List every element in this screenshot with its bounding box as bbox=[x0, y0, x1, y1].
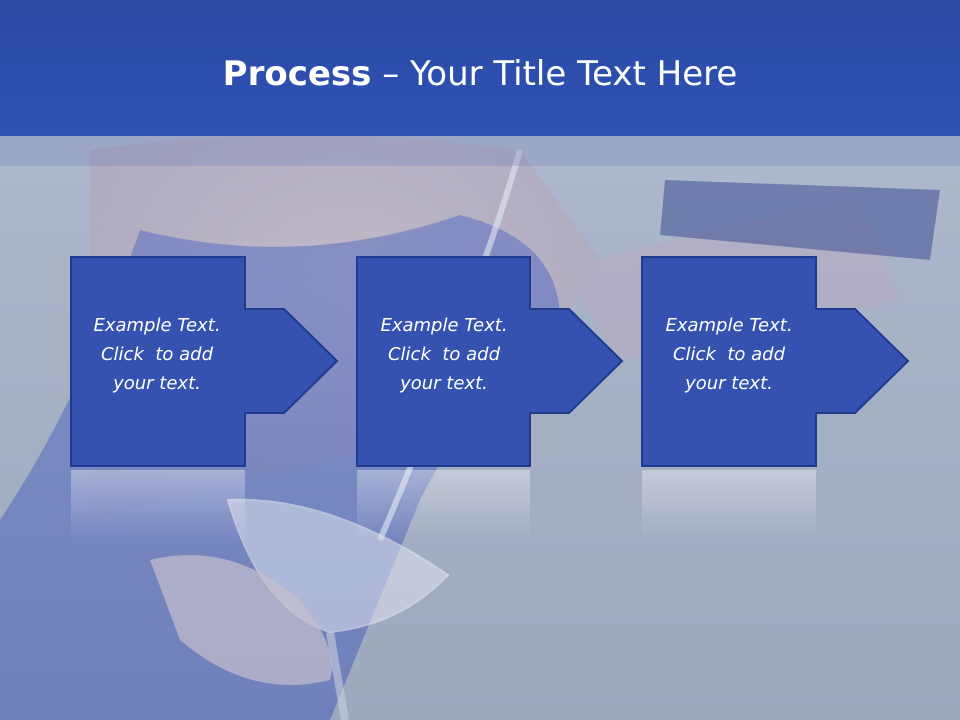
process-step-3[interactable] bbox=[641, 256, 910, 540]
title-bar bbox=[0, 0, 960, 136]
step-2-text[interactable]: Example Text. Click to add your text. bbox=[358, 311, 530, 398]
title-separator: – bbox=[371, 54, 411, 94]
process-step-1[interactable] bbox=[70, 256, 339, 540]
hand-shape bbox=[150, 555, 332, 685]
title-bold: Process bbox=[222, 54, 372, 94]
step-text-line: Example Text. bbox=[93, 315, 221, 336]
step-text-line: your text. bbox=[685, 373, 773, 394]
step-text-line: Example Text. bbox=[380, 315, 508, 336]
bottle-shape bbox=[660, 180, 940, 260]
step-3-text[interactable]: Example Text. Click to add your text. bbox=[643, 311, 815, 398]
step-reflection bbox=[357, 470, 530, 540]
process-step-2[interactable] bbox=[356, 256, 624, 540]
step-text-line: Example Text. bbox=[665, 315, 793, 336]
title-strip bbox=[0, 136, 960, 166]
step-reflection bbox=[71, 470, 245, 540]
step-text-line: Click to add bbox=[100, 344, 213, 365]
step-text-line: your text. bbox=[113, 373, 201, 394]
slide-title[interactable]: Process – Your Title Text Here bbox=[0, 52, 960, 96]
step-text-line: Click to add bbox=[672, 344, 785, 365]
step-box-shape bbox=[70, 256, 339, 467]
step-text-line: Click to add bbox=[387, 344, 500, 365]
step-box-shape bbox=[641, 256, 910, 467]
step-reflection bbox=[642, 470, 816, 540]
title-rest: Your Title Text Here bbox=[410, 54, 738, 94]
step-1-text[interactable]: Example Text. Click to add your text. bbox=[71, 311, 243, 398]
step-box-shape bbox=[356, 256, 624, 467]
step-text-line: your text. bbox=[400, 373, 488, 394]
